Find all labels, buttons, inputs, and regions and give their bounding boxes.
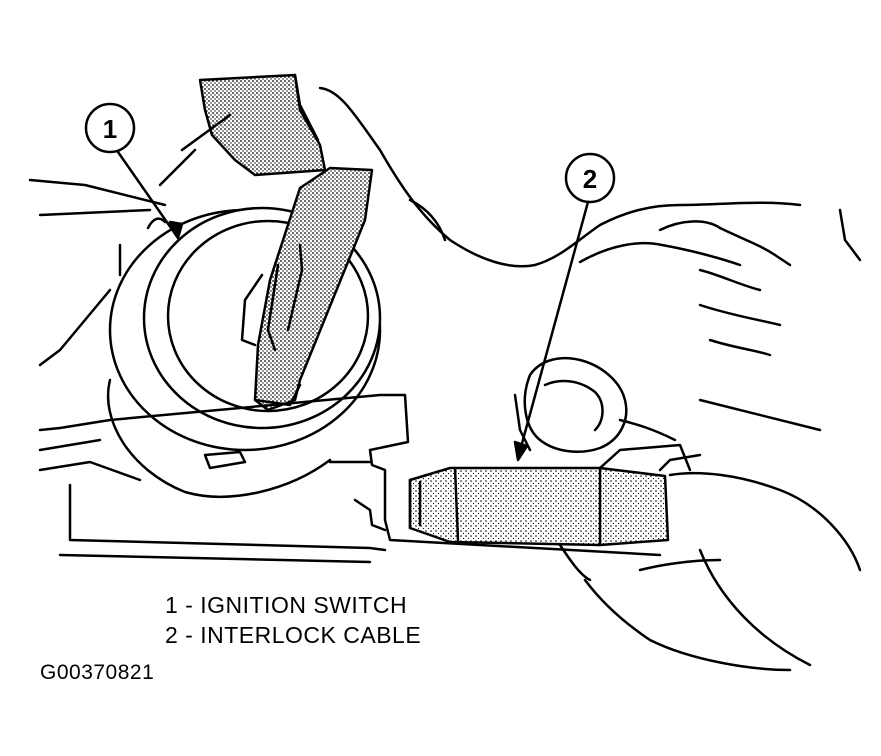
legend-interlock-cable: 2 - INTERLOCK CABLE	[165, 622, 422, 648]
callout-2	[513, 152, 616, 462]
callout-2-number: 2	[583, 164, 597, 194]
interlock-cable	[408, 443, 702, 547]
upper-panel	[198, 73, 327, 177]
lower-bracket	[38, 393, 662, 564]
ignition-key	[240, 166, 374, 412]
legend-ignition-switch: 1 - IGNITION SWITCH	[165, 592, 408, 618]
column-structure	[28, 113, 232, 452]
callout-1	[84, 102, 184, 240]
callout-1-number: 1	[103, 114, 117, 144]
figure-id: G00370821	[40, 661, 155, 684]
hand	[318, 86, 862, 672]
